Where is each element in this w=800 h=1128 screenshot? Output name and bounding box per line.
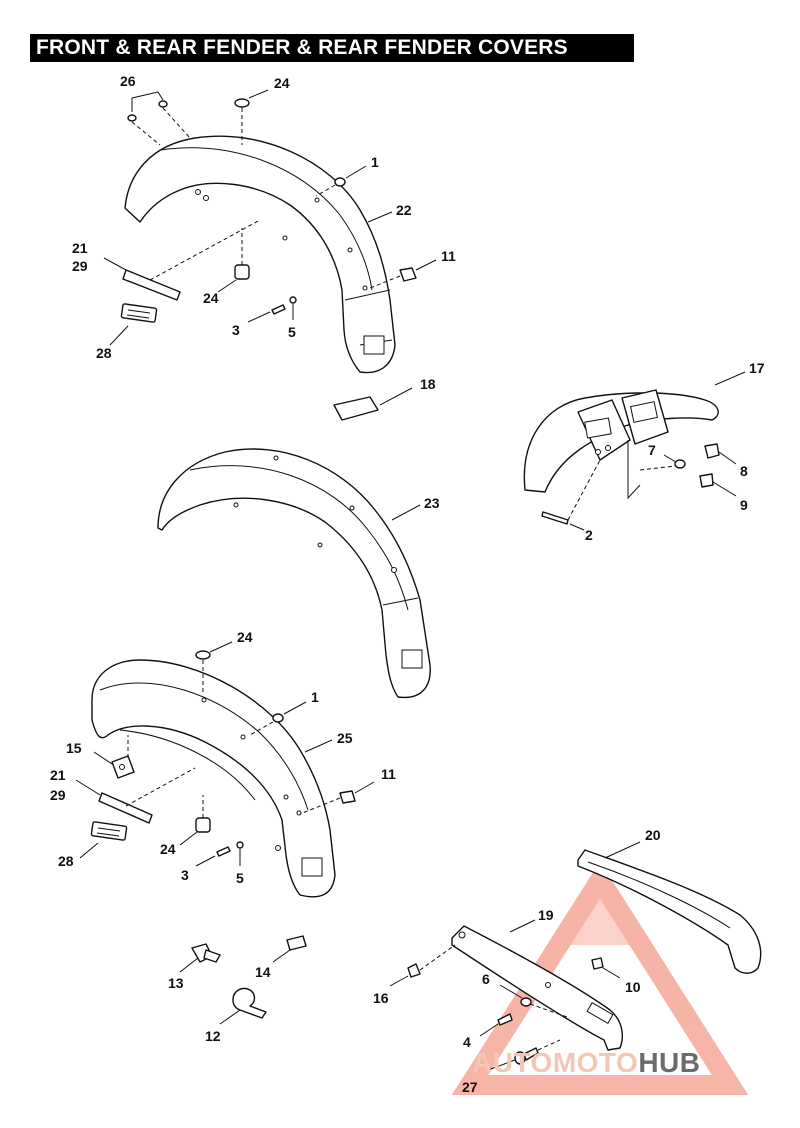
washer-5-lower (236, 841, 244, 866)
callout-10: 10 (625, 979, 641, 995)
callout-16: 16 (373, 990, 389, 1006)
callout-21: 21 (50, 767, 66, 783)
screws-26 (127, 91, 191, 146)
callout-12: 12 (205, 1028, 221, 1044)
rear-fender-22 (124, 135, 396, 374)
screw-3-lower (195, 846, 231, 867)
callout-7: 7 (648, 442, 656, 458)
screw-3-top (247, 304, 286, 323)
bracket-19 (451, 919, 623, 1051)
callout-13: 13 (168, 975, 184, 991)
callout-24: 24 (203, 290, 219, 306)
plate-15 (93, 735, 135, 779)
callout-6: 6 (482, 971, 490, 987)
callout-29: 29 (72, 258, 88, 274)
rail-20 (577, 841, 762, 974)
callout-8: 8 (740, 463, 748, 479)
connector-11-lower (299, 781, 375, 815)
watermark-text: AUTOMOTOHUB (472, 1047, 700, 1079)
callout-21: 21 (72, 240, 88, 256)
callout-4: 4 (463, 1034, 471, 1050)
callout-24: 24 (237, 629, 253, 645)
callout-15: 15 (66, 740, 82, 756)
callout-18: 18 (420, 376, 436, 392)
cover-18 (333, 387, 413, 421)
callout-2: 2 (585, 527, 593, 543)
callout-27: 27 (462, 1079, 478, 1095)
callout-24: 24 (274, 75, 290, 91)
callout-1: 1 (311, 689, 319, 705)
callout-3: 3 (232, 322, 240, 338)
callout-23: 23 (424, 495, 440, 511)
bracket-21-29-top (103, 219, 261, 301)
washer-5-top (289, 296, 297, 320)
clip-12 (219, 987, 267, 1025)
nut-10 (591, 957, 621, 979)
plug-1-lower (249, 701, 307, 736)
callout-5: 5 (288, 324, 296, 340)
screw-4 (479, 1013, 513, 1037)
callout-20: 20 (645, 827, 661, 843)
bolt-2 (541, 459, 601, 531)
callout-3: 3 (181, 867, 189, 883)
diagram-title: FRONT & REAR FENDER & REAR FENDER COVERS (30, 34, 634, 62)
reflector-28-lower (79, 821, 128, 859)
bracket-21-29-lower (75, 767, 196, 824)
rear-fender-25 (91, 659, 336, 898)
callout-11: 11 (381, 766, 396, 782)
front-fender-17 (523, 371, 746, 500)
callout-22: 22 (396, 202, 412, 218)
callout-28: 28 (96, 345, 112, 361)
clip-14 (272, 935, 307, 963)
plug-1-top (315, 165, 367, 197)
fastener-27 (487, 1039, 561, 1071)
callout-1: 1 (371, 154, 379, 170)
watermark-part1: AUTOMOTO (472, 1047, 639, 1078)
clip-13 (179, 943, 221, 973)
callout-11: 11 (441, 248, 456, 264)
leader-25 (304, 739, 333, 753)
callout-5: 5 (236, 870, 244, 886)
connector-11-top (369, 259, 437, 289)
callout-24: 24 (160, 841, 176, 857)
callout-9: 9 (740, 497, 748, 513)
callout-25: 25 (337, 730, 353, 746)
fasteners-7-8-9 (639, 443, 737, 497)
bumper-16 (389, 944, 456, 987)
nut-24-mid (217, 228, 250, 293)
clip-24-top (234, 89, 269, 145)
callout-labels: 26 24 1 22 11 21 29 24 3 5 28 18 17 7 8 … (50, 73, 765, 1095)
watermark-part2: HUB (638, 1047, 701, 1078)
leader-22 (367, 211, 393, 223)
clip-24-lower (195, 641, 233, 695)
washer-6 (499, 984, 571, 1019)
callout-26: 26 (120, 73, 136, 89)
callout-29: 29 (50, 787, 66, 803)
fender-cover-23 (157, 448, 431, 699)
reflector-28-top (109, 303, 158, 346)
callout-28: 28 (58, 853, 74, 869)
nut-24-lower (179, 795, 211, 846)
callout-19: 19 (538, 907, 554, 923)
callout-17: 17 (749, 360, 765, 376)
callout-14: 14 (255, 964, 271, 980)
